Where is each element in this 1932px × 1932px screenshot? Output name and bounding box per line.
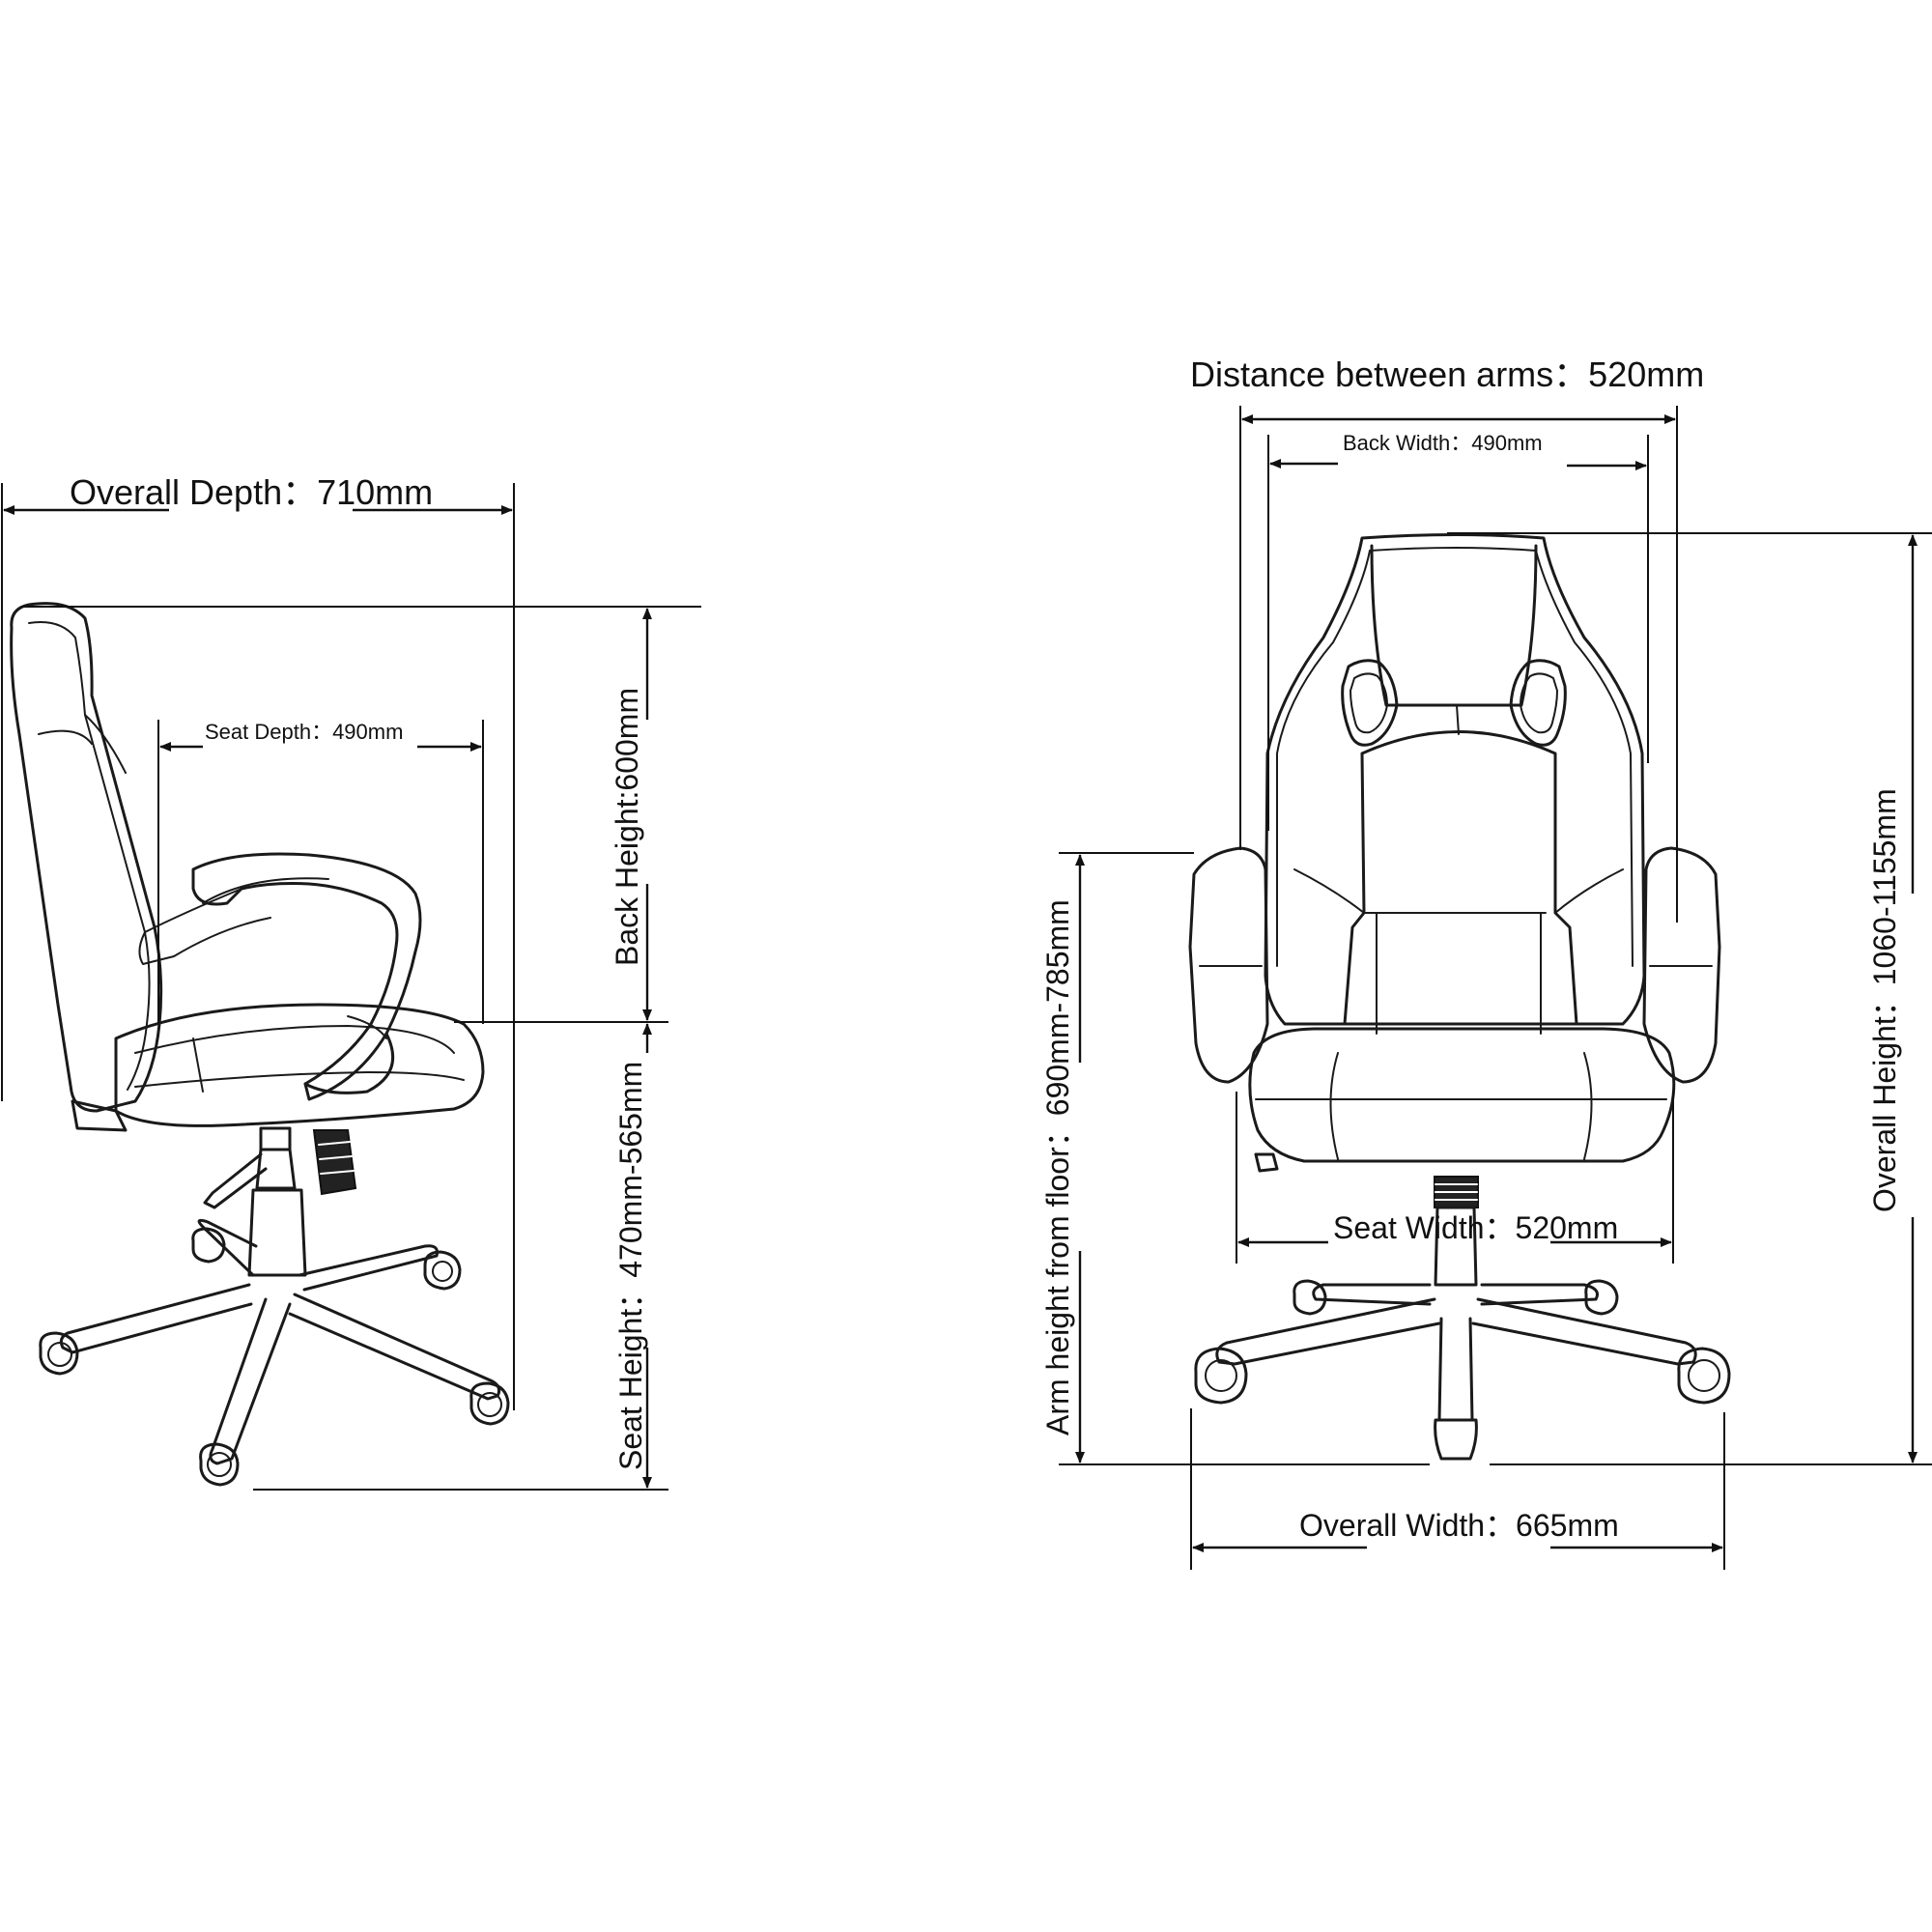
side-view-dimensions: Overall Depth：710mm Seat Depth：490mm Bac… (1, 472, 701, 1491)
back-width-label: Back Width：490mm (1343, 431, 1543, 455)
side-view-chair (10, 602, 510, 1487)
front-casters (1194, 1279, 1731, 1461)
overall-height-label: Overall Height：1060-1155mm (1867, 788, 1902, 1212)
seat-height-label: Seat Height：470mm-565mm (613, 1062, 648, 1470)
distance-between-arms-label: Distance between arms：520mm (1190, 355, 1704, 394)
overall-width-label: Overall Width：665mm (1299, 1508, 1619, 1543)
front-view-chair (1188, 533, 1731, 1461)
overall-depth-label: Overall Depth：710mm (70, 472, 433, 512)
front-view-dimensions: Distance between arms：520mm Back Width：4… (1040, 355, 1932, 1570)
back-height-label: Back Height:600mm (610, 688, 644, 966)
seat-width-label: Seat Width：520mm (1333, 1210, 1618, 1245)
side-casters (39, 1227, 510, 1487)
arm-height-label: Arm height from floor：690mm-785mm (1040, 899, 1075, 1435)
seat-depth-label: Seat Depth：490mm (205, 720, 403, 744)
